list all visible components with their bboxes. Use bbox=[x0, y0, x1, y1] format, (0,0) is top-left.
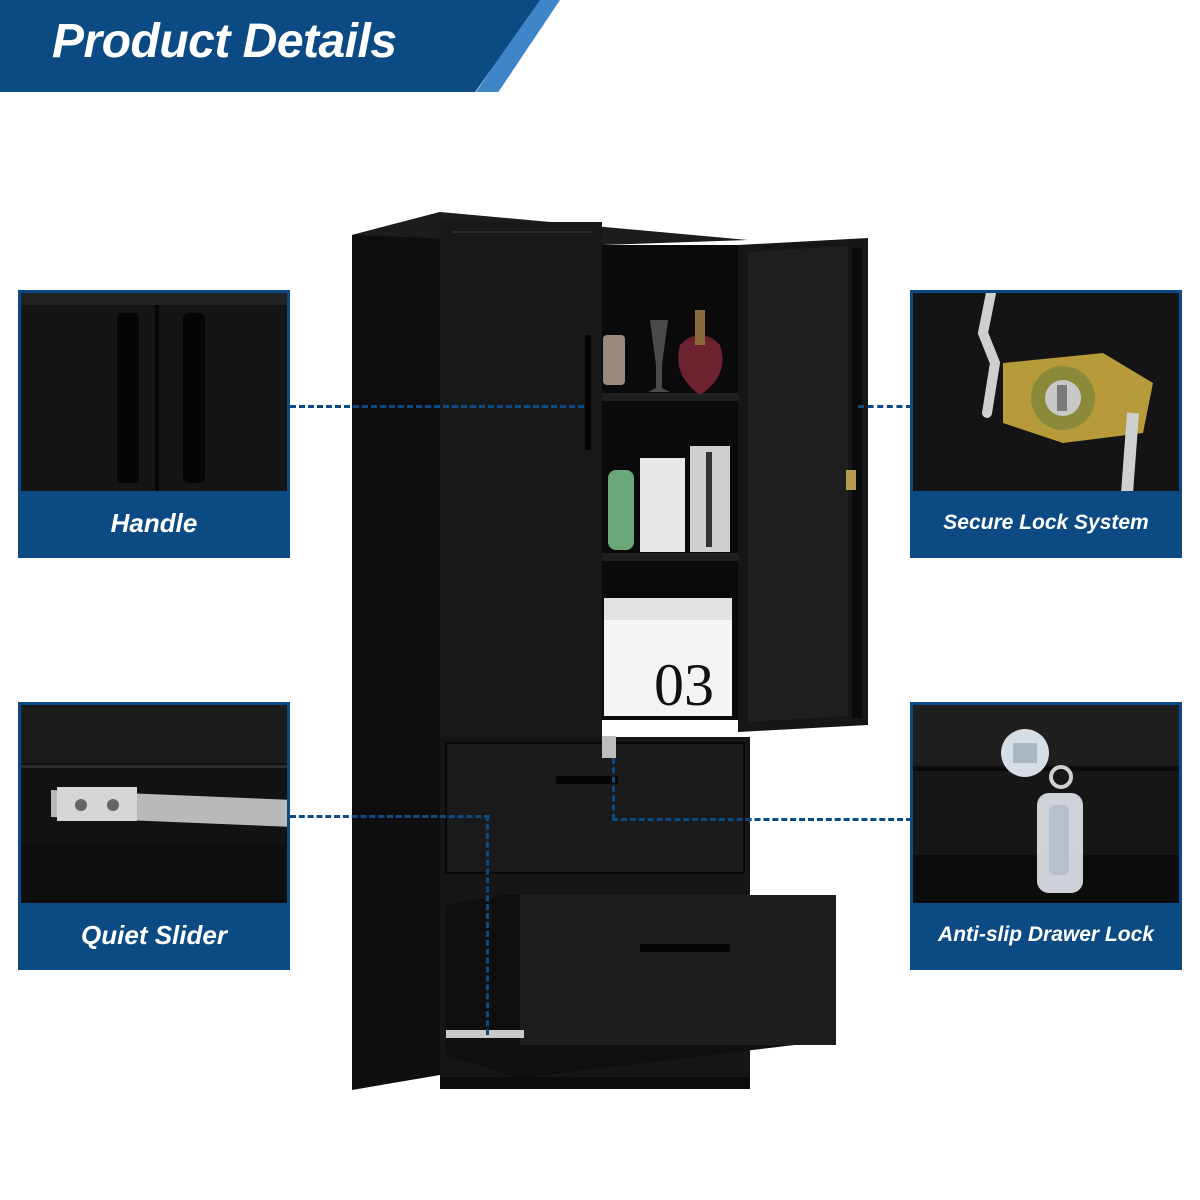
feature-label-slider: Quiet Slider bbox=[81, 919, 227, 950]
connector-slider-vertical bbox=[486, 815, 489, 1035]
connector-lock bbox=[858, 405, 912, 408]
page-title: Product Details bbox=[52, 15, 397, 68]
feature-label-drawer-lock: Anti-slip Drawer Lock bbox=[938, 923, 1154, 946]
slider-rail-icon bbox=[21, 705, 287, 903]
feature-card-slider: Quiet Slider bbox=[18, 702, 290, 970]
connector-drawer-lock bbox=[612, 818, 912, 821]
header-banner bbox=[0, 0, 540, 92]
feature-card-drawer-lock: Anti-slip Drawer Lock bbox=[910, 702, 1182, 970]
door-handle bbox=[585, 335, 591, 450]
handle-photo bbox=[21, 293, 287, 491]
lock-icon bbox=[913, 293, 1179, 491]
connector-drawer-lock-vertical bbox=[612, 758, 615, 820]
feature-label-handle: Handle bbox=[110, 507, 198, 538]
drawer-key-icon bbox=[913, 705, 1179, 903]
slider-photo bbox=[21, 705, 287, 903]
handle-icon bbox=[21, 293, 287, 491]
connector-handle bbox=[290, 405, 584, 408]
feature-card-handle: Handle bbox=[18, 290, 290, 558]
lock-photo bbox=[913, 293, 1179, 491]
box-number: 03 bbox=[654, 652, 714, 718]
connector-slider bbox=[290, 815, 490, 818]
feature-label-lock: Secure Lock System bbox=[943, 511, 1149, 534]
feature-card-lock: Secure Lock System bbox=[910, 290, 1182, 558]
drawer-lock-photo bbox=[913, 705, 1179, 903]
